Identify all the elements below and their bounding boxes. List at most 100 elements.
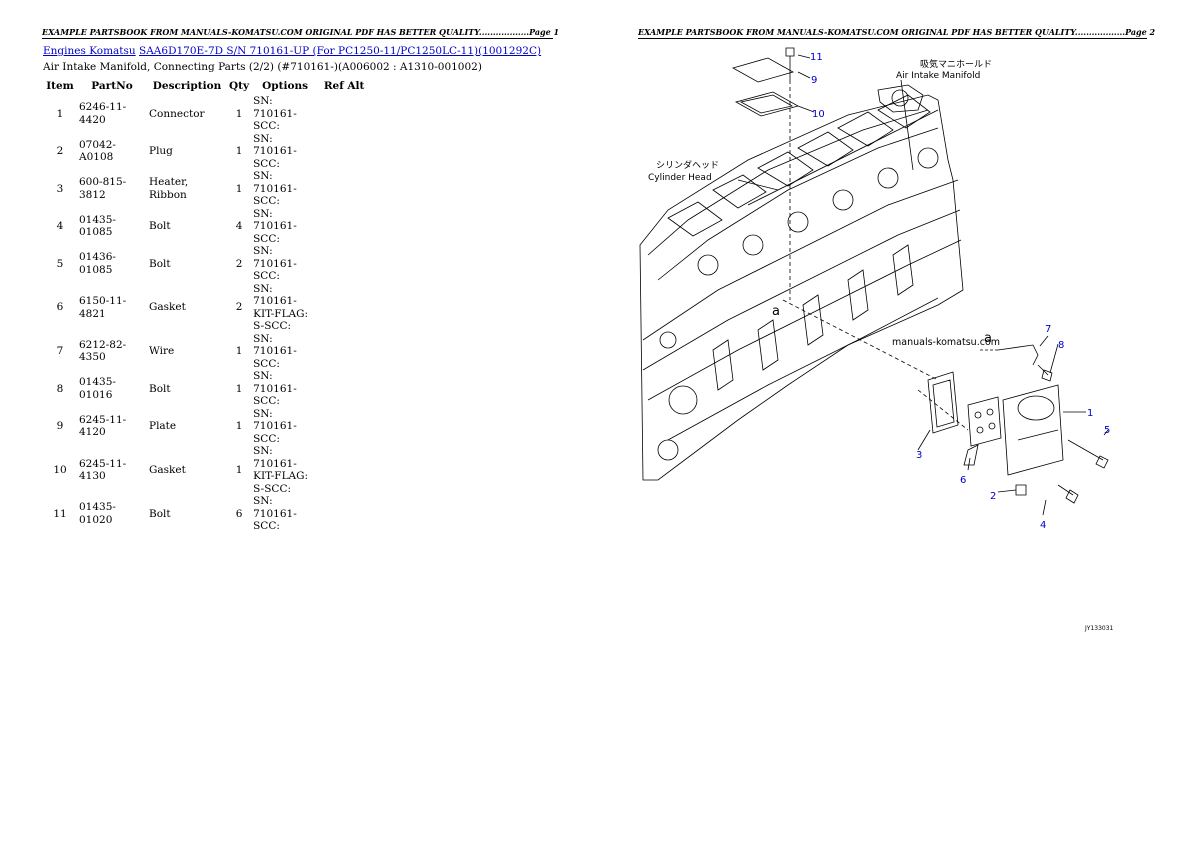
ref-alt-cell: [319, 95, 369, 133]
ref-alt-cell: [319, 170, 369, 208]
item-cell: 4: [56, 220, 64, 232]
breadcrumb-link-engines[interactable]: Engines Komatsu: [43, 45, 136, 57]
table-row: 4 01435-01085 Bolt 4 SN: 710161-SCC:: [43, 208, 369, 246]
options-cell: SN: 710161-SCC:: [253, 170, 297, 207]
col-options: Options: [262, 79, 309, 92]
callout-1: 1: [1087, 408, 1093, 419]
table-row: 5 01436-01085 Bolt 2 SN: 710161-SCC:: [43, 245, 369, 283]
item-cell: 11: [53, 507, 67, 520]
ref-alt-cell: [319, 370, 369, 408]
table-header-row: Item PartNo Description Qty Options Ref …: [43, 76, 369, 95]
partno-cell: 01435-01085: [79, 213, 116, 239]
label-jp-cylinder-head: シリンダヘッド: [656, 159, 719, 171]
qty-cell: 1: [235, 107, 243, 120]
label-air-intake-manifold: Air Intake Manifold: [896, 71, 980, 81]
callout-5: 5: [1104, 425, 1110, 436]
col-ref-alt: Ref Alt: [323, 79, 365, 92]
partno-cell: 01435-01016: [79, 376, 116, 401]
options-cell: SN: 710161-SCC:: [253, 370, 297, 407]
partno-cell: 6245-11-4130: [79, 457, 127, 483]
description-cell: Heater, Ribbon: [149, 176, 189, 201]
ref-alt-cell: [319, 445, 369, 495]
label-cylinder-head: Cylinder Head: [648, 173, 712, 183]
partno-cell: 6246-11-4420: [79, 101, 127, 126]
partno-cell: 6245-11-4120: [79, 413, 127, 439]
options-cell: SN: 710161-SCC:: [253, 407, 297, 445]
parts-table: Item PartNo Description Qty Options Ref …: [43, 76, 369, 533]
item-cell: 10: [53, 463, 67, 476]
table-row: 10 6245-11-4130 Gasket 1 SN: 710161-KIT-FLAG…: [43, 445, 369, 495]
qty-cell: 1: [235, 145, 243, 157]
item-cell: 2: [56, 145, 64, 157]
col-item: Item: [46, 79, 74, 92]
item-cell: 1: [56, 107, 64, 120]
partno-cell: 01436-01085: [79, 251, 116, 276]
col-partno: PartNo: [91, 79, 133, 92]
ref-alt-cell: [319, 133, 369, 171]
qty-cell: 1: [235, 420, 243, 432]
description-cell: Bolt: [149, 382, 171, 395]
ref-alt-cell: [319, 245, 369, 283]
qty-cell: 4: [235, 220, 243, 232]
exploded-parts-diagram: 吸気マニホールド Air Intake Manifold シリンダヘッド Cyl…: [639, 47, 1114, 632]
qty-cell: 2: [235, 301, 243, 314]
ref-alt-cell: [319, 495, 369, 533]
item-cell: 7: [56, 345, 64, 357]
partno-cell: 07042-A0108: [79, 138, 116, 164]
callout-2: 2: [990, 491, 996, 502]
label-jp-manifold: 吸気マニホールド: [920, 58, 992, 70]
qty-cell: 1: [235, 463, 243, 476]
col-description: Description: [152, 79, 222, 92]
description-cell: Bolt: [149, 507, 171, 520]
ref-alt-cell: [319, 208, 369, 246]
partno-cell: 6212-82-4350: [79, 338, 127, 364]
description-cell: Connector: [149, 107, 205, 120]
callout-6: 6: [960, 475, 966, 486]
breadcrumb: Engines Komatsu SAA6D170E-7D S/N 710161-…: [43, 45, 541, 57]
ref-alt-cell: [319, 408, 369, 446]
table-row: 2 07042-A0108 Plug 1 SN: 710161-SCC:: [43, 133, 369, 171]
callout-8: 8: [1058, 340, 1064, 351]
description-cell: Bolt: [149, 257, 171, 270]
figure-code: JY133031: [1084, 625, 1114, 632]
partno-cell: 600-815-3812: [79, 176, 127, 201]
description-cell: Plug: [149, 145, 173, 157]
options-cell: SN: 710161-SCC:: [253, 245, 297, 282]
description-cell: Wire: [149, 345, 175, 357]
qty-cell: 1: [235, 182, 243, 195]
callout-7: 7: [1045, 324, 1051, 335]
description-cell: Bolt: [149, 220, 171, 232]
callout-4: 4: [1040, 520, 1046, 531]
description-cell: Gasket: [149, 463, 186, 476]
callout-3: 3: [916, 450, 922, 461]
ref-alt-cell: [319, 283, 369, 333]
partno-cell: 01435-01020: [79, 501, 116, 526]
description-cell: Plate: [149, 420, 177, 432]
item-cell: 5: [56, 257, 64, 270]
qty-cell: 1: [235, 382, 243, 395]
options-cell: SN: 710161-SCC:: [253, 207, 297, 245]
page-header-2: EXAMPLE PARTSBOOK FROM MANUALS-KOMATSU.C…: [638, 27, 1156, 39]
ref-alt-cell: [319, 333, 369, 371]
watermark: manuals-komatsu.com: [892, 337, 1000, 348]
description-cell: Gasket: [149, 301, 186, 314]
breadcrumb-link-model[interactable]: SAA6D170E-7D S/N 710161-UP (For PC1250-1…: [139, 45, 542, 57]
qty-cell: 2: [235, 257, 243, 270]
options-cell: SN: 710161-SCC:: [253, 132, 297, 170]
engine-block-drawing: [639, 47, 1109, 516]
options-cell: SN: 710161-KIT-FLAG: S-SCC:: [253, 282, 309, 333]
page-subtitle: Air Intake Manifold, Connecting Parts (2…: [43, 61, 482, 73]
item-cell: 6: [56, 301, 64, 314]
item-cell: 9: [56, 420, 64, 432]
marker-a-2: a: [984, 331, 992, 346]
qty-cell: 6: [235, 507, 243, 520]
options-cell: SN: 710161-SCC:: [253, 495, 297, 532]
table-row: 9 6245-11-4120 Plate 1 SN: 710161-SCC:: [43, 408, 369, 446]
options-cell: SN: 710161-KIT-FLAG: S-SCC:: [253, 445, 309, 495]
